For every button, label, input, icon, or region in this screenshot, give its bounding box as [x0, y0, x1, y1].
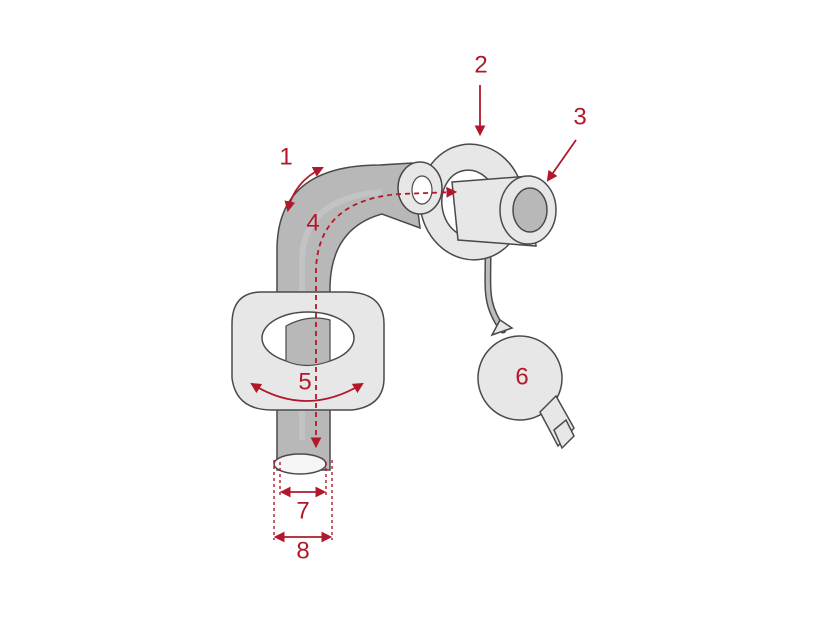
label-5: 5 — [298, 368, 311, 395]
arrow-1 — [284, 167, 324, 213]
tube-tip — [273, 453, 327, 475]
label-7: 7 — [296, 497, 309, 524]
label-8: 8 — [296, 537, 309, 564]
label-4: 4 — [306, 209, 319, 236]
label-2: 2 — [474, 51, 487, 78]
label-1: 1 — [279, 143, 292, 170]
arrow-3 — [546, 139, 577, 182]
arrow-5 — [250, 382, 364, 402]
pilot-balloon — [477, 318, 575, 450]
label-3: 3 — [573, 103, 586, 130]
length-dashed-path — [310, 186, 458, 449]
connector-15mm — [451, 175, 557, 247]
label-6: 6 — [515, 363, 528, 390]
